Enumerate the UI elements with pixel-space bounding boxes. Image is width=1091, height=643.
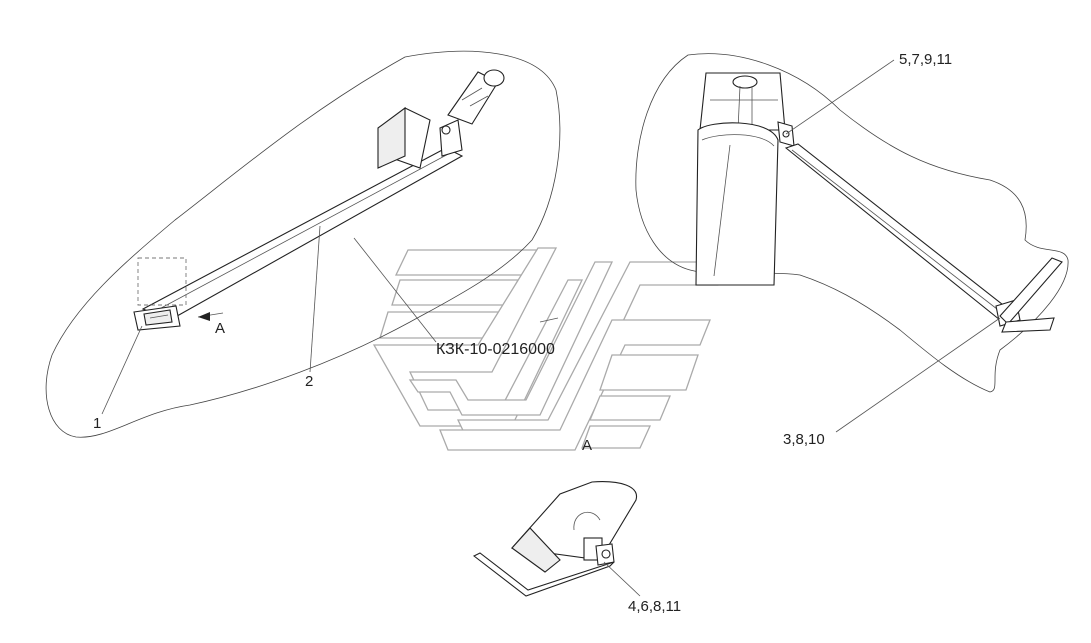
right-view-boundary xyxy=(635,53,1069,393)
callout-1: 1 xyxy=(93,415,101,432)
callout-5-7-9-11: 5,7,9,11 xyxy=(899,51,952,68)
left-bar-assembly xyxy=(133,69,505,331)
view-a-label: A xyxy=(582,437,592,454)
view-a-detail xyxy=(472,481,637,597)
leader-lines xyxy=(101,59,1001,597)
document-number: КЗК-10-0216000 xyxy=(436,341,555,358)
callout-3-8-10: 3,8,10 xyxy=(783,431,825,448)
left-view-boundary xyxy=(45,50,561,438)
callout-4-6-8-11: 4,6,8,11 xyxy=(628,598,681,615)
view-arrow-label: A xyxy=(215,320,225,337)
watermark-logo xyxy=(372,247,732,451)
callout-2: 2 xyxy=(305,373,313,390)
right-post-assembly xyxy=(695,72,1063,333)
